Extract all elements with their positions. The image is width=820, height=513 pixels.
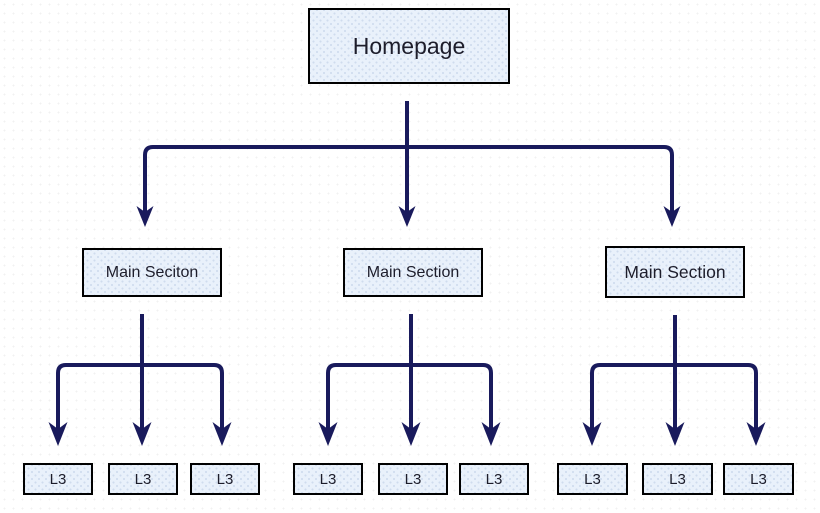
node-l3-5-label: L3: [404, 470, 422, 488]
node-l3-6-label: L3: [485, 470, 503, 488]
edge-main-2-branch-left: [326, 363, 411, 430]
connector-main-3-to-l3: [582, 315, 766, 446]
node-l3-2-label: L3: [134, 470, 152, 488]
node-main-section-3-label: Main Section: [624, 261, 726, 282]
node-l3-8[interactable]: L3: [642, 463, 713, 495]
arrowhead-l3-5: [401, 422, 421, 446]
node-l3-9[interactable]: L3: [723, 463, 794, 495]
node-main-section-2[interactable]: Main Section: [343, 248, 483, 297]
edge-main-3-branch-left: [590, 363, 675, 430]
edge-homepage-branch-left: [143, 145, 407, 213]
edge-main-2-branch-right: [411, 363, 493, 430]
node-l3-8-label: L3: [669, 470, 686, 488]
node-l3-7[interactable]: L3: [557, 463, 628, 495]
node-main-section-1[interactable]: Main Seciton: [82, 248, 222, 297]
edge-main-1-branch-right: [142, 363, 224, 430]
node-main-section-3[interactable]: Main Section: [605, 246, 745, 298]
arrowhead-main-section-3: [663, 206, 681, 227]
edge-homepage-branch-right: [407, 145, 674, 213]
node-l3-5[interactable]: L3: [378, 463, 448, 495]
arrowhead-l3-3: [212, 422, 232, 446]
connector-main-2-to-l3: [318, 314, 501, 446]
arrowhead-main-section-2: [398, 206, 416, 227]
arrowhead-l3-4: [318, 422, 338, 446]
node-l3-4[interactable]: L3: [293, 463, 363, 495]
node-homepage-label: Homepage: [352, 32, 466, 59]
node-l3-4-label: L3: [319, 470, 337, 488]
arrowhead-l3-6: [481, 422, 501, 446]
connector-main-1-to-l3: [48, 314, 232, 446]
node-l3-9-label: L3: [750, 470, 767, 488]
node-l3-3[interactable]: L3: [190, 463, 260, 495]
edge-main-3-branch-right: [675, 363, 758, 430]
node-l3-6[interactable]: L3: [459, 463, 529, 495]
node-homepage[interactable]: Homepage: [308, 8, 510, 84]
arrowhead-l3-9: [746, 422, 766, 446]
edge-main-1-branch-left: [56, 363, 142, 430]
node-l3-7-label: L3: [584, 470, 601, 488]
arrowhead-l3-1: [48, 422, 68, 446]
node-l3-2[interactable]: L3: [108, 463, 178, 495]
arrowhead-l3-2: [132, 422, 152, 446]
arrowhead-l3-8: [665, 422, 685, 446]
node-main-section-2-label: Main Section: [366, 263, 460, 281]
arrowhead-l3-7: [582, 422, 602, 446]
node-l3-3-label: L3: [216, 470, 234, 488]
node-l3-1-label: L3: [49, 470, 67, 488]
node-main-section-1-label: Main Seciton: [105, 263, 199, 281]
connector-homepage-to-main-sections: [136, 101, 681, 227]
node-l3-1[interactable]: L3: [23, 463, 93, 495]
arrowhead-main-section-1: [136, 206, 154, 227]
